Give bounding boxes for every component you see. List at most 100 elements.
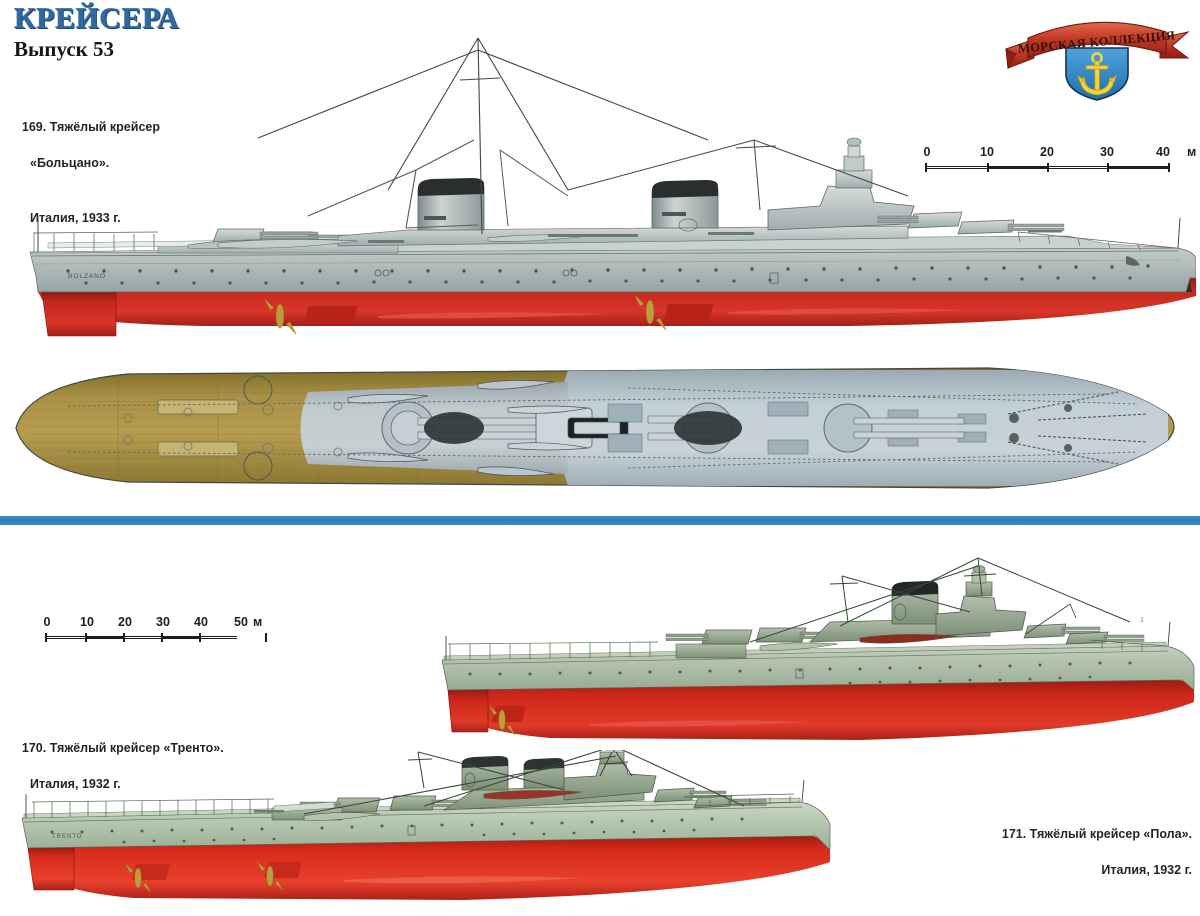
trento-bow-railing — [693, 793, 801, 807]
trento-propeller-aft — [124, 862, 152, 894]
bolzano-rangefinder — [846, 137, 862, 147]
scale-bar-bottom-labels: 0 10 20 30 40 50 м — [44, 615, 267, 630]
bolzano-jackstaff — [1177, 217, 1181, 249]
bolzano-foremast — [567, 139, 909, 211]
caption-169-line1: 169. Тяжёлый крейсер — [21, 120, 160, 135]
caption-169-line3: Италия, 1933 г. — [30, 210, 121, 225]
scale-bottom-tick-4: 40 — [194, 615, 208, 629]
trento-catapult-deck — [273, 801, 335, 813]
scale-bar-top: 0 10 20 30 40 м — [923, 145, 1197, 172]
scale-bottom-unit: м — [253, 615, 263, 629]
scale-bottom-tick-3: 30 — [156, 615, 170, 629]
bolzano-shaft-bracket-fwd — [664, 304, 714, 322]
bolzano-propeller-fwd — [633, 293, 667, 331]
trento-mainmast — [407, 751, 565, 791]
pola-director — [971, 571, 987, 584]
bolzano-plan-walkways — [67, 387, 1139, 469]
ship-profile-pola: 1 — [430, 556, 1196, 764]
bolzano-shaft-bracket-aft — [304, 306, 358, 324]
trento-aft-railing — [31, 798, 275, 818]
pola-underwater-hull — [448, 680, 1194, 740]
bolzano-plan-capstans — [1009, 404, 1072, 452]
pola-aft-deckhouse — [675, 643, 747, 659]
issue-number: Выпуск 53 — [14, 37, 115, 61]
bolzano-deck-fittings — [368, 230, 1062, 243]
pola-boat-boom — [1025, 603, 1077, 635]
bolzano-funnel-2 — [651, 180, 719, 232]
bolzano-anchor-icon — [1126, 256, 1140, 266]
caption-171-line1: 171. Тяжёлый крейсер «Пола». — [1001, 827, 1192, 842]
ship-plan-bolzano — [8, 348, 1196, 508]
bolzano-hull-side — [29, 247, 1196, 293]
bolzano-crane-fwd — [499, 149, 569, 227]
page-title: КРЕЙСЕРА — [14, 2, 180, 35]
caption-170-line1: 170. Тяжёлый крейсер «Тренто». — [21, 741, 224, 756]
pola-jackstaff — [1167, 621, 1171, 647]
pola-weather-deck — [443, 641, 1167, 661]
bolzano-plan-anchor-chains — [1007, 391, 1149, 465]
bolzano-mainmast — [257, 37, 709, 235]
bolzano-rudder — [41, 291, 117, 337]
ship-profile-trento: TRENTO — [4, 750, 834, 902]
pola-shaft-bracket — [492, 706, 526, 722]
bolzano-bridge-block — [767, 185, 915, 231]
morskaya-kollektsiya-logo: МОРСКАЯ КОЛЛЕКЦИЯ — [1002, 2, 1192, 102]
scale-top-unit: м — [1187, 145, 1197, 159]
masthead: КРЕЙСЕРА Выпуск 53 — [14, 4, 179, 60]
pola-aft-railing — [447, 641, 659, 660]
scale-top-tick-4: 40 — [1156, 145, 1170, 159]
scale-top-tick-0: 0 — [923, 145, 931, 159]
bolzano-aft-railing — [33, 231, 159, 252]
caption-170: 170. Тяжёлый крейсер «Тренто». Италия, 1… — [8, 721, 224, 830]
scale-bar-bottom: 0 10 20 30 40 50 м — [44, 615, 267, 642]
bolzano-funnel-1 — [417, 178, 485, 231]
trento-rudder — [27, 847, 75, 891]
bolzano-plan-turrets-fwd — [823, 403, 965, 453]
bolzano-turret-b — [877, 211, 963, 229]
scale-top-tick-2: 20 — [1040, 145, 1054, 159]
bolzano-plan-boats — [347, 380, 629, 476]
bolzano-bow-railing — [1017, 231, 1177, 251]
pola-propeller — [488, 704, 516, 736]
scale-bottom-tick-5: 50 — [234, 615, 248, 629]
section-divider — [0, 516, 1200, 525]
caption-171-line2: Италия, 1932 г. — [1101, 863, 1192, 878]
trento-deck-fittings — [254, 796, 708, 813]
bolzano-portholes — [66, 264, 1150, 285]
bolzano-plan-funnel-1 — [424, 412, 484, 444]
pola-bow-railing — [1089, 639, 1167, 651]
trento-hull-name: TRENTO — [52, 834, 83, 840]
scale-bottom-tick-2: 20 — [118, 615, 132, 629]
pola-turret-b — [1023, 623, 1101, 639]
trento-bridge-block — [563, 761, 657, 801]
pola-rudder — [447, 689, 489, 733]
bolzano-plan-catapult — [157, 375, 273, 481]
trento-propeller-fwd — [256, 860, 284, 892]
scale-bar-top-labels: 0 10 20 30 40 м — [923, 145, 1197, 160]
pola-bridge — [965, 581, 993, 597]
scale-bottom-tick-1: 10 — [80, 615, 94, 629]
caption-169: 169. Тяжёлый крейсер «Больцано». Италия,… — [8, 100, 160, 263]
pola-turret-y — [665, 629, 753, 645]
bolzano-propeller-aft — [263, 297, 297, 335]
trento-funnel-1 — [461, 756, 509, 791]
pola-turret-a — [1065, 631, 1145, 645]
bolzano-plan-deck-hatches — [123, 401, 343, 457]
pola-foremast — [749, 557, 1131, 643]
scale-top-tick-1: 10 — [980, 145, 994, 159]
bolzano-hull-name: BOLZANO — [68, 273, 106, 280]
svg-text:1: 1 — [1140, 617, 1144, 624]
pola-boats — [759, 634, 959, 651]
pola-mainmast — [829, 575, 971, 623]
ship-profile-bolzano-side: BOLZANO — [8, 20, 1196, 340]
bolzano-plan-funnel-2 — [674, 411, 742, 445]
trento-portholes — [50, 817, 744, 844]
scale-top-tick-3: 30 — [1100, 145, 1114, 159]
caption-169-line2: «Больцано». — [30, 156, 110, 171]
caption-171: 171. Тяжёлый крейсер «Пола». Италия, 193… — [988, 807, 1192, 916]
trento-underwater-hull — [28, 836, 830, 900]
scale-bar-top-graphic — [925, 163, 1170, 172]
bolzano-bridge — [835, 169, 873, 189]
trento-boats — [303, 790, 583, 821]
